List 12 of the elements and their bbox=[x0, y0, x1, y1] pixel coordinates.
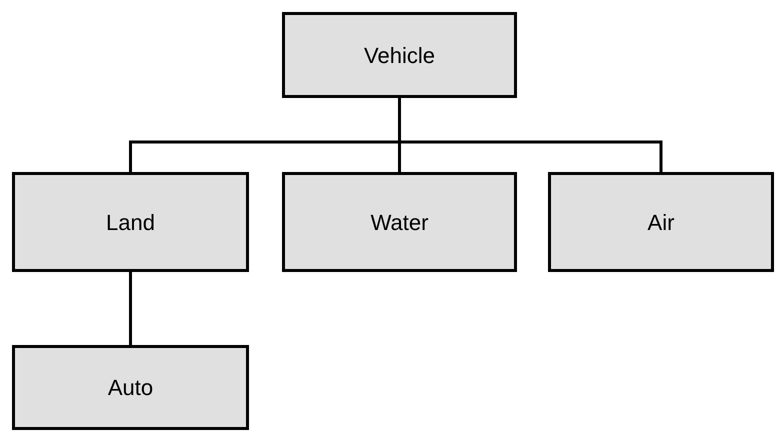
category-box bbox=[282, 12, 517, 98]
box-label: Land bbox=[106, 208, 155, 236]
box-label: Air bbox=[648, 208, 674, 236]
category-box bbox=[548, 172, 774, 272]
box-label: Auto bbox=[108, 374, 154, 402]
category-box bbox=[12, 345, 249, 430]
box-label: Water bbox=[370, 208, 428, 236]
box-label: Vehicle bbox=[364, 42, 435, 70]
category-box bbox=[282, 172, 517, 272]
category-box bbox=[12, 172, 249, 272]
connector-line bbox=[129, 272, 132, 345]
connector-line bbox=[398, 98, 662, 172]
